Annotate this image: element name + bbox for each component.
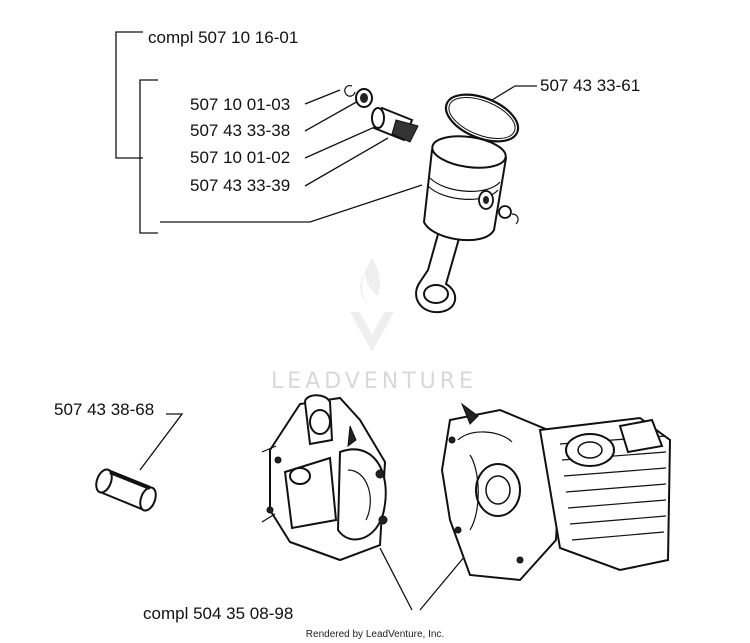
circlip-part <box>344 85 356 97</box>
label-circlip: 507 10 01-03 <box>190 95 290 114</box>
piston-pin-part <box>371 106 419 143</box>
needle-bearing-part <box>355 88 373 108</box>
label-piston: 507 43 33-39 <box>190 176 290 195</box>
crankcase-half-part <box>261 394 388 562</box>
compl-kit-bracket <box>115 31 158 234</box>
label-sleeve: 507 43 38-68 <box>54 400 154 419</box>
watermark-text: LEADVENTURE <box>271 369 477 394</box>
label-compl-crankcase: compl 504 35 08-98 <box>143 604 293 623</box>
credit-text: Rendered by LeadVenture, Inc. <box>306 629 444 640</box>
label-piston-pin: 507 10 01-02 <box>190 148 290 167</box>
engine-block-part <box>440 402 672 582</box>
label-piston-ring: 507 43 33-61 <box>540 76 640 95</box>
label-needle-bearing: 507 43 33-38 <box>190 121 290 140</box>
watermark-logo <box>350 258 394 352</box>
label-compl-piston-kit: compl 507 10 16-01 <box>148 28 298 47</box>
piston-ring-part <box>444 93 520 143</box>
leader-lines <box>139 85 537 611</box>
sleeve-part <box>95 468 157 512</box>
piston-assembly-part <box>415 135 519 314</box>
